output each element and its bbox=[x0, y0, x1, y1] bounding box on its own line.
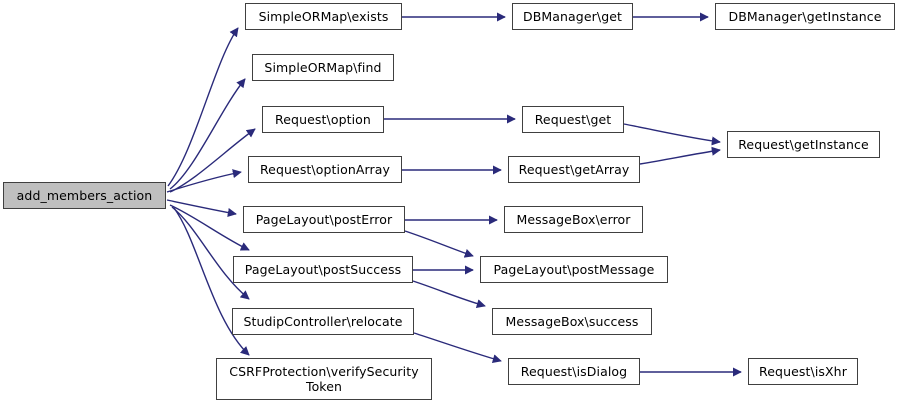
node-request-get[interactable]: Request\get bbox=[522, 106, 624, 133]
node-simpleormap-find[interactable]: SimpleORMap\find bbox=[252, 54, 394, 81]
edge-add_members_action-to-pagelayout_posterror bbox=[166, 199, 237, 218]
node-messagebox-success[interactable]: MessageBox\success bbox=[492, 308, 652, 335]
edge-request_get-to-request_getinstance bbox=[623, 123, 721, 146]
edge-add_members_action-to-request_option bbox=[169, 128, 256, 193]
edge-request_getarray-to-request_getinstance bbox=[639, 146, 721, 165]
node-dbmanager-getinstance[interactable]: DBManager\getInstance bbox=[715, 3, 895, 30]
node-request-option[interactable]: Request\option bbox=[262, 106, 384, 133]
edge-pagelayout_posterror-to-pagelayout_postmessage bbox=[404, 230, 474, 258]
node-request-isdialog[interactable]: Request\isDialog bbox=[508, 358, 640, 385]
node-dbmanager-get[interactable]: DBManager\get bbox=[512, 3, 633, 30]
node-studipcontroller-relocate[interactable]: StudipController\relocate bbox=[232, 308, 414, 335]
edge-add_members_action-to-pagelayout_postsuccess bbox=[169, 204, 250, 251]
edge-add_members_action-to-simpleormap_find bbox=[169, 78, 246, 190]
node-request-getinstance[interactable]: Request\getInstance bbox=[727, 131, 880, 158]
node-pagelayout-posterror[interactable]: PageLayout\postError bbox=[243, 206, 405, 233]
node-request-getarray[interactable]: Request\getArray bbox=[508, 156, 640, 183]
edge-add_members_action-to-request_optionarray bbox=[166, 169, 242, 193]
edge-add_members_action-to-studipcontroller_relocate bbox=[171, 206, 250, 300]
node-add-members-action[interactable]: add_members_action bbox=[3, 182, 166, 209]
node-csrfprotection-verifysecuritytoken[interactable]: CSRFProtection\verifySecurity Token bbox=[216, 358, 432, 400]
node-pagelayout-postsuccess[interactable]: PageLayout\postSuccess bbox=[233, 256, 413, 283]
edge-add_members_action-to-simpleormap_exists bbox=[167, 27, 239, 187]
node-pagelayout-postmessage[interactable]: PageLayout\postMessage bbox=[480, 256, 668, 283]
node-request-isxhr[interactable]: Request\isXhr bbox=[748, 358, 858, 385]
node-simpleormap-exists[interactable]: SimpleORMap\exists bbox=[245, 3, 402, 30]
edge-pagelayout_postsuccess-to-messagebox_success bbox=[412, 280, 486, 309]
edge-studipcontroller_relocate-to-request_isdialog bbox=[413, 332, 502, 364]
node-messagebox-error[interactable]: MessageBox\error bbox=[504, 206, 643, 233]
node-request-optionarray[interactable]: Request\optionArray bbox=[248, 156, 402, 183]
